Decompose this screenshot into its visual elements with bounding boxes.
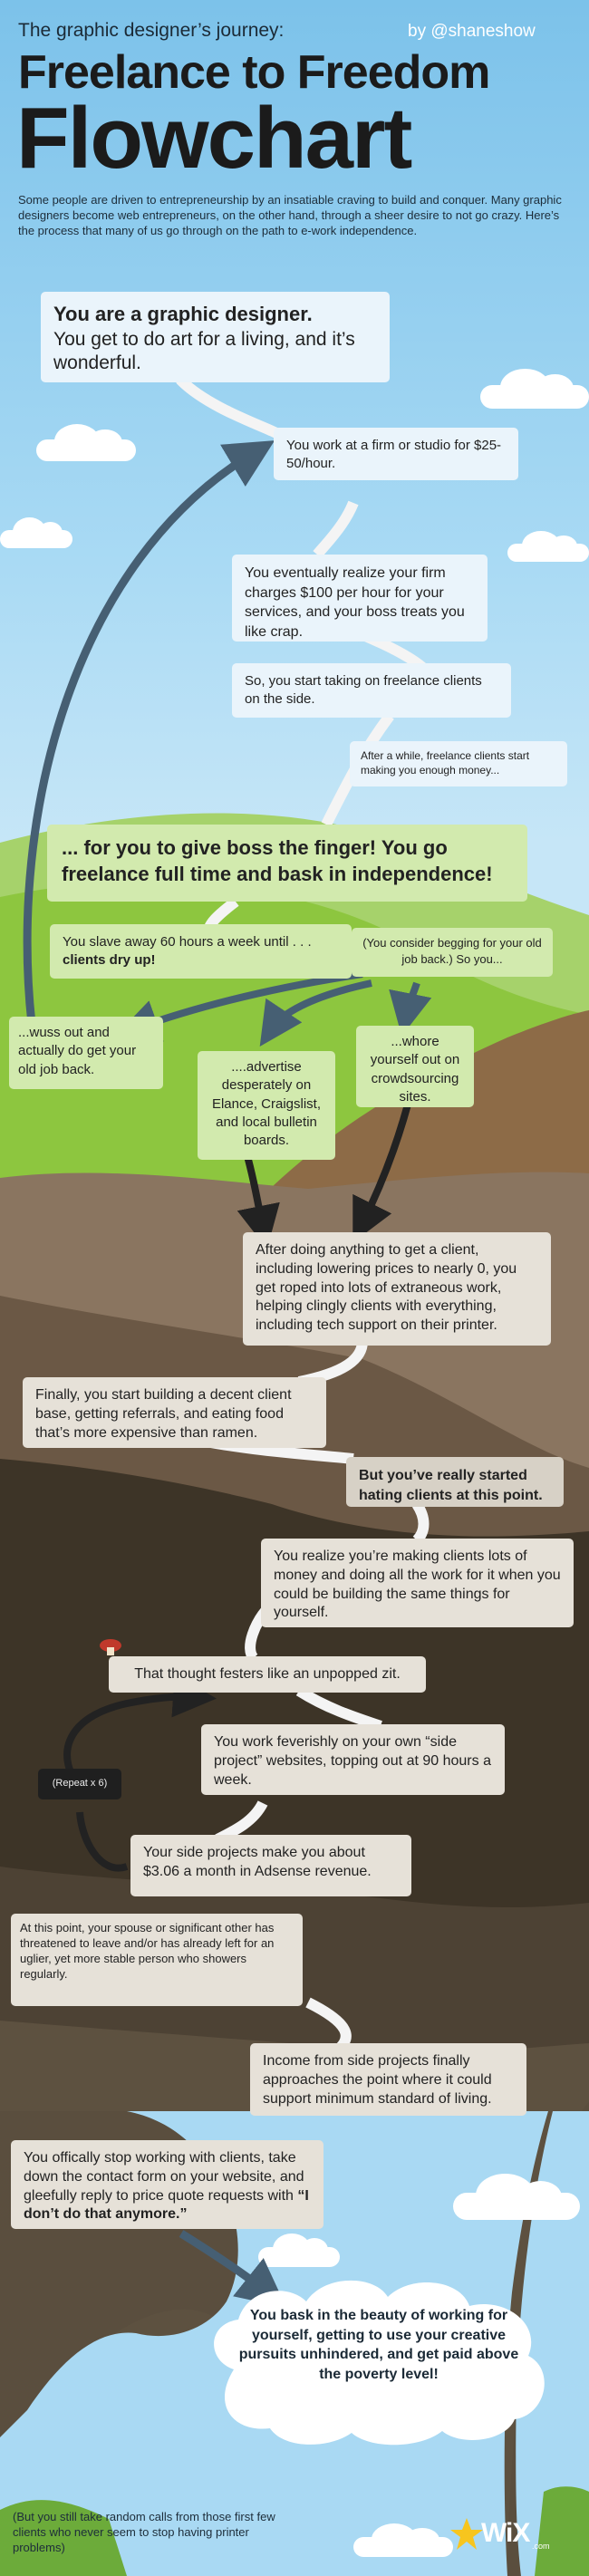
step-freelance-side: So, you start taking on freelance client… bbox=[232, 663, 511, 718]
byline: by @shaneshow bbox=[408, 22, 536, 41]
repeat-loop-arrow-up bbox=[63, 1674, 217, 1792]
step-thought-festers: That thought festers like an unpopped zi… bbox=[109, 1656, 426, 1693]
option-crowdsourcing: ...whore yourself out on crowdsourcing s… bbox=[356, 1026, 474, 1107]
star-logo-icon bbox=[450, 2518, 483, 2550]
step-title: You are a graphic designer. bbox=[53, 303, 313, 325]
grass-tuft-right bbox=[535, 2486, 589, 2576]
final-cloud-shape bbox=[214, 2280, 545, 2446]
arrow-to-advertise bbox=[259, 979, 372, 1047]
ribbon-connector bbox=[295, 1685, 382, 1732]
option-advertise: ....advertise desperately on Elance, Cra… bbox=[198, 1051, 335, 1160]
title-line-1: Freelance to Freedom bbox=[18, 46, 490, 99]
wix-logo: WiX .com bbox=[449, 2514, 557, 2560]
step-realize-charges: You eventually realize your firm charges… bbox=[232, 555, 488, 642]
loop-back-arrow bbox=[23, 440, 275, 1025]
step-firm-job: You work at a firm or studio for $25-50/… bbox=[274, 428, 518, 480]
arrow-to-wuss bbox=[115, 970, 363, 1042]
final-outcome: You bask in the beauty of working for yo… bbox=[238, 2308, 519, 2382]
mushroom-cap bbox=[100, 1639, 121, 1652]
step-spouse: At this point, your spouse or significan… bbox=[11, 1914, 303, 2006]
step-slave-bold: clients dry up! bbox=[63, 952, 156, 969]
cloud bbox=[480, 368, 589, 409]
ribbon-connector bbox=[297, 1340, 368, 1387]
step-give-boss-finger: ... for you to give boss the finger! You… bbox=[47, 825, 527, 902]
arrow-to-final bbox=[179, 2230, 287, 2308]
step-realize-money: You realize you’re making clients lots o… bbox=[261, 1539, 574, 1627]
step-stop-text: You offically stop working with clients,… bbox=[24, 2150, 304, 2204]
ribbon-connector bbox=[313, 500, 359, 558]
logo-suffix: .com bbox=[532, 2542, 550, 2551]
cloud bbox=[507, 531, 589, 562]
step-graphic-designer: You are a graphic designer. You get to d… bbox=[41, 292, 390, 382]
cloud bbox=[36, 424, 136, 461]
repeat-loop-arrow bbox=[76, 1811, 129, 1872]
grass-tuft-left bbox=[0, 2500, 127, 2576]
step-client-base: Finally, you start building a decent cli… bbox=[23, 1377, 326, 1448]
step-adsense: Your side projects make you about $3.06 … bbox=[130, 1835, 411, 1896]
intro-text: Some people are driven to entrepreneursh… bbox=[18, 193, 562, 237]
repeat-badge: (Repeat x 6) bbox=[38, 1769, 121, 1799]
mushroom-stem bbox=[107, 1647, 114, 1655]
title-line-2: Flowchart bbox=[16, 90, 412, 187]
step-body: You get to do art for a living, and it’s… bbox=[53, 328, 355, 373]
step-stop-bold: “I don’t do that anymore.” bbox=[24, 2187, 309, 2223]
cloud bbox=[353, 2523, 453, 2557]
step-side-projects: You work feverishly on your own “side pr… bbox=[201, 1724, 505, 1795]
arrow-to-whore bbox=[389, 981, 432, 1037]
ribbon-connector bbox=[411, 1500, 430, 1545]
step-slave-away: You slave away 60 hours a week until . .… bbox=[50, 924, 352, 979]
ribbon-connector bbox=[176, 375, 282, 439]
option-wuss-out: ...wuss out and actually do get your old… bbox=[9, 1017, 163, 1089]
step-slave-text: You slave away 60 hours a week until . .… bbox=[63, 934, 312, 950]
kicker-text: The graphic designer’s journey: bbox=[18, 20, 285, 41]
arrow-whore-down bbox=[352, 1086, 416, 1243]
step-enough-money: After a while, freelance clients start m… bbox=[350, 741, 567, 786]
step-hating-clients: But you’ve really started hating clients… bbox=[346, 1457, 564, 1507]
step-income-approaches: Income from side projects finally approa… bbox=[250, 2043, 526, 2116]
footnote: (But you still take random calls from th… bbox=[13, 2510, 275, 2554]
cloud bbox=[453, 2174, 580, 2220]
step-roped-into-work: After doing anything to get a client, in… bbox=[243, 1232, 551, 1346]
step-stop-working: You offically stop working with clients,… bbox=[11, 2140, 323, 2229]
step-hating-text: But you’ve really started hating clients… bbox=[359, 1468, 543, 1503]
ribbon-connector bbox=[215, 1800, 268, 1845]
final-cloud bbox=[214, 2280, 545, 2446]
logo-text: WiX bbox=[481, 2518, 530, 2548]
cloud bbox=[0, 517, 72, 548]
step-consider-begging: (You consider begging for your old job b… bbox=[352, 928, 553, 977]
